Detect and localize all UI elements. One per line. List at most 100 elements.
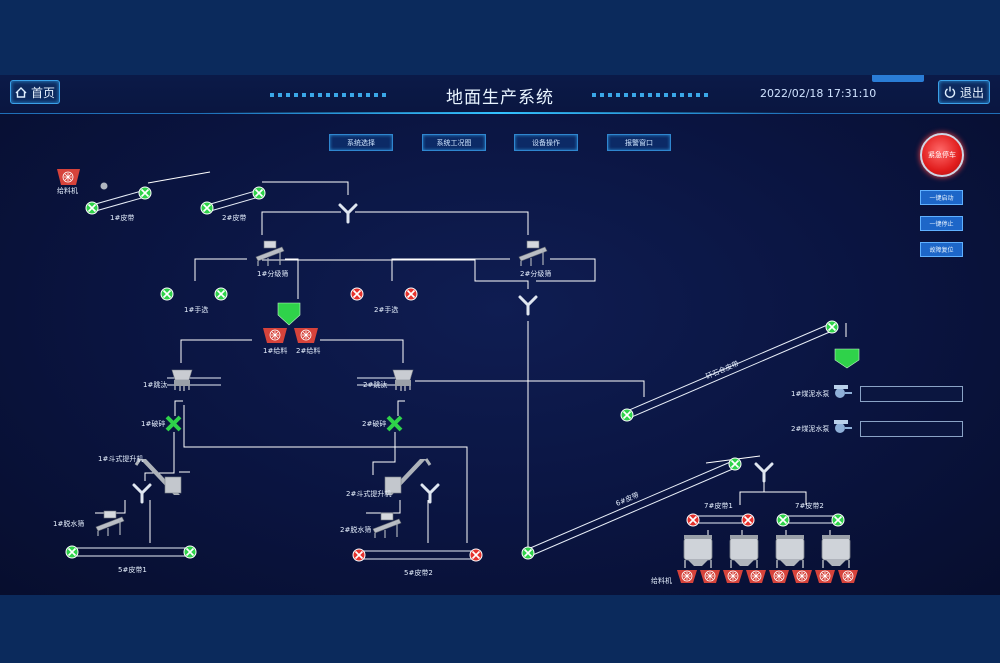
feeder1[interactable] [263,328,287,343]
label-crusher1: 1#破碎 [141,419,165,428]
crusher2[interactable] [386,415,403,432]
pump1-value-field[interactable] [860,386,963,402]
page-title: 地面生产系统 [446,88,554,108]
silo-3 [775,534,805,569]
stop-all-button[interactable]: 一键停止 [920,216,963,231]
fault-reset-button[interactable]: 故障复位 [920,242,963,257]
header-glow-line [200,112,800,114]
label-feeder-top: 给料机 [57,186,78,195]
belt2-roller-right[interactable] [252,186,266,200]
pump2-icon[interactable] [834,420,852,433]
exit-button[interactable]: 退出 [938,80,990,104]
belt5-2-roller-left[interactable] [352,548,366,562]
top-background-band [0,0,1000,75]
belt6-roller-right[interactable] [728,457,742,471]
screen2-equipment[interactable] [518,240,548,267]
belt2-roller-left[interactable] [200,201,214,215]
nav-system-select[interactable]: 系统选择 [329,134,393,151]
label-screen1: 1#分级筛 [257,269,288,278]
home-button[interactable]: 首页 [10,80,60,104]
handsel2-roller-left[interactable] [350,287,364,301]
elevator1[interactable] [134,458,182,495]
pump2-value-field[interactable] [860,421,963,437]
label-belt1: 1#皮带 [110,213,134,222]
label-feeder1: 1#给料 [263,346,287,355]
header-right-dots [592,93,708,97]
bottom-background-band [0,595,1000,663]
label-jig2: 2#跳汰 [363,380,387,389]
label-dewater2: 2#脱水筛 [340,525,371,534]
dewater2-equipment[interactable] [372,512,402,539]
belt1-roller-left[interactable] [85,201,99,215]
chute-junction-top [338,203,358,224]
exit-label: 退出 [959,85,984,100]
chute-junction-bottom [754,462,774,483]
pump1-icon[interactable] [834,385,852,398]
home-label: 首页 [30,85,55,100]
crusher1[interactable] [165,415,182,432]
header-bar: 首页 地面生产系统 2022/02/18 17:31:10 [0,75,1000,114]
datetime-display: 2022/02/18 17:31:10 [760,87,877,100]
jig2-equipment[interactable] [392,369,414,392]
gangue-belt-roller-right[interactable] [825,320,839,334]
label-belt6: 6#皮带 [614,490,640,508]
screen1-equipment[interactable] [255,240,285,267]
belt7-1-roller-left[interactable] [686,513,700,527]
silo-4 [821,534,851,569]
belt7-2-roller-right[interactable] [831,513,845,527]
handsel2-roller-right[interactable] [404,287,418,301]
nav-alarm-window[interactable]: 报警窗口 [607,134,671,151]
bottom-feeders[interactable] [677,570,858,583]
nav-process-diagram[interactable]: 系统工况图 [422,134,486,151]
label-elevator1: 1#斗式提升机 [98,454,143,463]
label-belt7-2: 7#皮带2 [795,501,824,510]
belt5-1-roller-left[interactable] [65,545,79,559]
header-left-dots [270,93,386,97]
elevator2[interactable] [384,458,432,495]
belt5-2-roller-right[interactable] [469,548,483,562]
home-icon [15,86,27,98]
jig1-equipment[interactable] [171,369,193,392]
label-belt7-1: 7#皮带1 [704,501,733,510]
feeder2[interactable] [294,328,318,343]
green-hopper [277,302,301,326]
belt6-roller-left[interactable] [521,546,535,560]
nav-device-operation[interactable]: 设备操作 [514,134,578,151]
belt1-roller-right[interactable] [138,186,152,200]
label-belt5-1: 5#皮带1 [118,565,147,574]
label-elevator2: 2#斗式提升机 [346,489,391,498]
gangue-belt-roller-left[interactable] [620,408,634,422]
chute-junction-mid [518,295,538,316]
label-belt2: 2#皮带 [222,213,246,222]
belt7-1-roller-right[interactable] [741,513,755,527]
label-jig1: 1#跳汰 [143,380,167,389]
handsel1-roller-right[interactable] [214,287,228,301]
label-handsel2: 2#手选 [374,305,398,314]
label-pump1: 1#煤泥水泵 [791,389,829,398]
label-crusher2: 2#破碎 [362,419,386,428]
label-handsel1: 1#手选 [184,305,208,314]
emergency-stop-button[interactable]: 紧急停车 [920,133,964,177]
label-feeder2: 2#给料 [296,346,320,355]
label-belt5-2: 5#皮带2 [404,568,433,577]
scada-screen: 首页 地面生产系统 2022/02/18 17:31:10 [0,75,1000,595]
process-diagram: 给料机 1#皮带 2#皮带 1#分级筛 2#分级筛 1#手选 2#手选 1#给料… [53,169,860,585]
dewater1-equipment[interactable] [95,510,125,537]
label-pump2: 2#煤泥水泵 [791,424,829,433]
feeder-top[interactable] [57,169,80,185]
power-icon [944,86,956,98]
chute-junction-left [132,483,152,504]
silo-1 [683,534,713,569]
user-tag [872,75,924,82]
material-indicator [100,182,108,190]
handsel1-roller-left[interactable] [160,287,174,301]
chute-junction-right [420,483,440,504]
label-dewater1: 1#脱水筛 [53,519,84,528]
start-all-button[interactable]: 一键启动 [920,190,963,205]
label-screen2: 2#分级筛 [520,269,551,278]
silo-2 [729,534,759,569]
belt5-1-roller-right[interactable] [183,545,197,559]
belt7-2-roller-left[interactable] [776,513,790,527]
gangue-hopper [834,348,860,369]
label-feeder-bottom: 给料机 [651,576,672,585]
